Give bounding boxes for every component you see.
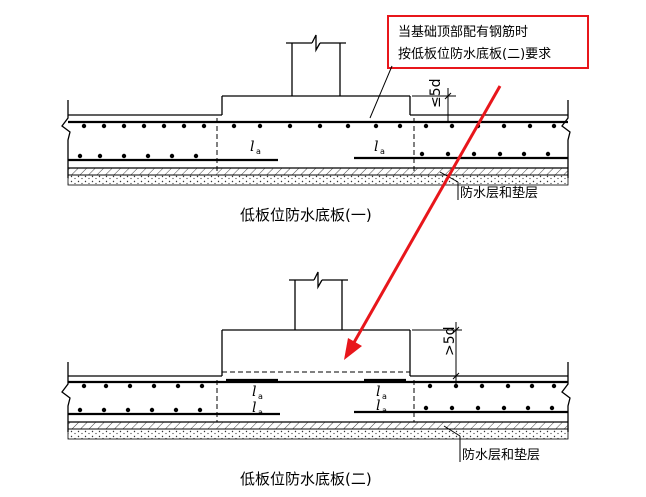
waterproof-layer-2 — [67, 421, 569, 430]
slab-1 — [61, 100, 571, 178]
annotation-line-1: 当基础顶部配有钢筋时 — [398, 24, 528, 40]
bottom-rebar-dots-1 — [77, 151, 551, 159]
dim-marker-1 — [412, 88, 456, 122]
svg-text:a: a — [380, 147, 385, 156]
svg-text:a: a — [258, 392, 263, 401]
svg-text:a: a — [382, 406, 387, 415]
foundation-2 — [221, 329, 411, 376]
anchor-label-top-left-2: l a — [252, 384, 263, 401]
svg-text:l: l — [374, 139, 378, 155]
annotation-line-2: 按低板位防水底板(二)要求 — [398, 46, 551, 62]
column-1 — [286, 34, 346, 96]
anchor-label-top-right-2: l a — [376, 384, 387, 401]
caption-2: 低板位防水底板(二) — [240, 470, 372, 488]
anchor-label-right-1: l a — [374, 139, 385, 156]
svg-text:l: l — [252, 384, 256, 400]
svg-text:l: l — [250, 139, 254, 155]
svg-text:l: l — [376, 398, 380, 414]
svg-text:l: l — [376, 384, 380, 400]
svg-text:a: a — [258, 408, 263, 417]
red-annotation: 当基础顶部配有钢筋时 按低板位防水底板(二)要求 — [344, 15, 589, 360]
annotation-box — [387, 15, 589, 69]
layer-leader-2 — [443, 425, 461, 462]
diagram-2: >5d l a l a l a l a 防水层和垫层 低板位防水底板(二) — [61, 271, 571, 488]
column-2 — [289, 271, 348, 330]
anchor-label-bottom-right-2: l a — [376, 398, 387, 415]
foundation-1 — [221, 95, 411, 115]
top-rebar-dots-1 — [81, 123, 557, 129]
diagram-1: ≤5d l a l a 防水层和垫层 低板位防水底板(一) — [61, 34, 571, 224]
bottom-rebar-dots-2 — [77, 405, 555, 413]
anchor-label-left-1: l a — [250, 139, 261, 156]
svg-text:a: a — [256, 147, 261, 156]
anchor-label-bottom-left-2: l a — [252, 400, 263, 417]
bottom-rebar-1 — [68, 156, 568, 162]
top-rebar-dots-2 — [81, 383, 557, 389]
waterproof-layer-1 — [67, 167, 569, 176]
svg-text:l: l — [252, 400, 256, 416]
slab-2 — [61, 362, 571, 432]
dim-label-2: >5d — [442, 326, 458, 356]
dim-label-1: ≤5d — [428, 78, 444, 108]
bottom-rebar-2 — [68, 410, 568, 416]
cushion-layer-2 — [67, 428, 569, 440]
arrow-icon — [350, 85, 502, 347]
embedment-dashed-1 — [216, 118, 415, 172]
arrowhead-icon — [344, 338, 362, 360]
top-rebar-2 — [68, 378, 568, 384]
cushion-layer-1 — [67, 174, 569, 186]
layer-label-2: 防水层和垫层 — [462, 447, 540, 463]
caption-1: 低板位防水底板(一) — [240, 206, 372, 224]
layer-label-1: 防水层和垫层 — [460, 185, 538, 201]
dim-marker-2 — [412, 322, 462, 384]
svg-text:a: a — [382, 392, 387, 401]
